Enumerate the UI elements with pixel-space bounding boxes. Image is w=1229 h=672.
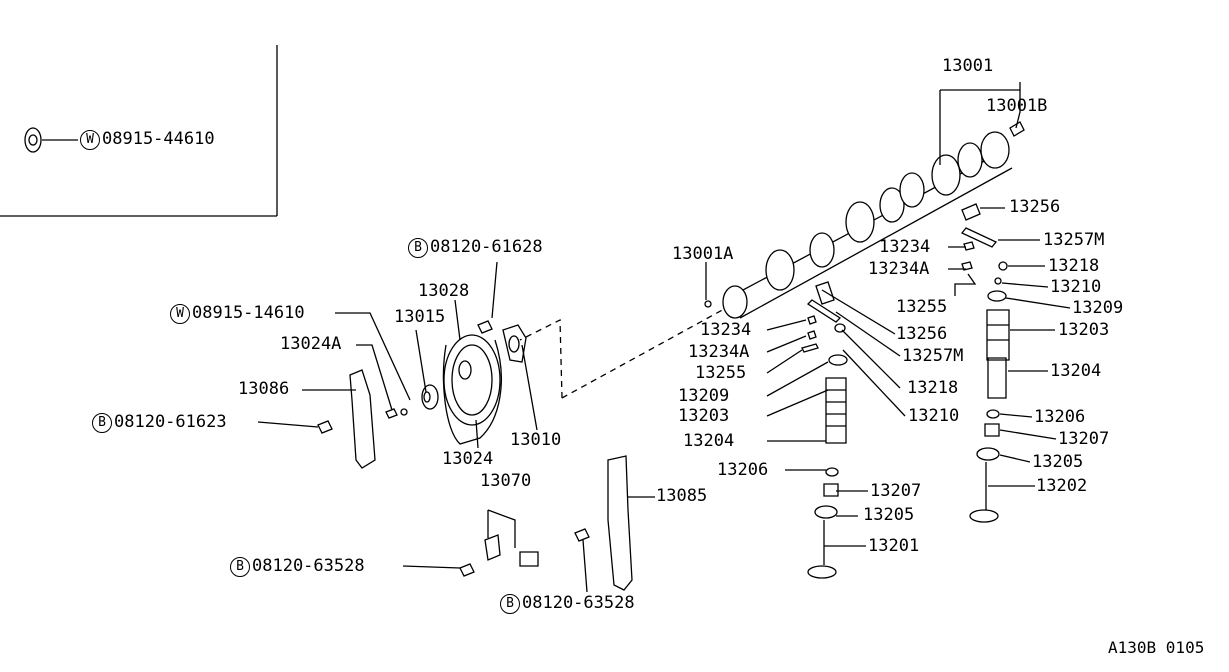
slack-guide-icon (484, 534, 539, 567)
inset-part-number: 08915-44610 (102, 129, 215, 149)
label-spring-outer-top: 13203 (1058, 320, 1110, 340)
label-spring-outer-mid: 13203 (678, 406, 730, 426)
label-seat-mid: 13205 (863, 505, 915, 525)
label-seal-mid: 13218 (907, 378, 959, 398)
label-intake-valve: 13201 (868, 536, 920, 556)
label-spring-seat-top: 13210 (1050, 277, 1102, 297)
label-washer-top: 13206 (1034, 407, 1086, 427)
bolt-part-number: 08120-61623 (114, 412, 227, 432)
label-spring-inner-mid: 13204 (683, 431, 735, 451)
label-rocker-arm-mid: 13257M (902, 346, 964, 366)
label-rocker-arm-top: 13257M (1043, 230, 1105, 250)
washer-symbol: W (80, 130, 100, 150)
bolt-symbol: B (92, 413, 112, 433)
label-rocker-bracket-mid: 13256 (896, 324, 948, 344)
camshaft-icon (704, 121, 1025, 319)
label-guide-top: 13207 (1058, 429, 1110, 449)
label-seal-top: 13218 (1048, 256, 1100, 276)
label-cover: 13010 (510, 430, 562, 450)
bolt-symbol: B (408, 238, 428, 258)
exhaust-valve-train-icon (960, 203, 1010, 523)
label-exhaust-valve: 13202 (1036, 476, 1088, 496)
label-slack-guide: 13070 (480, 471, 532, 491)
label-plate-top: 13255 (896, 297, 948, 317)
label-screw-mid: 13234 (700, 320, 752, 340)
bolt-symbol: B (230, 557, 250, 577)
inset-frame (0, 45, 278, 217)
label-rocker-bracket-top: 13256 (1009, 197, 1061, 217)
chain-guide-left-icon (349, 369, 376, 469)
washer-symbol: W (170, 304, 190, 324)
label-nut-mid: 13234A (688, 342, 750, 362)
bolt-part-number: 08120-61628 (430, 237, 543, 257)
sprocket-icon (442, 334, 502, 445)
bolt-part-number: 08120-63528 (522, 593, 635, 613)
label-tensioner: 13024A (280, 334, 342, 354)
footer-code: A130B 0105 (1108, 638, 1205, 657)
label-camshaft-b: 13001B (986, 96, 1048, 116)
label-chain-guide-right: 13085 (656, 486, 708, 506)
label-gasket: 13015 (394, 307, 446, 327)
label-screw-top: 13234 (879, 237, 931, 257)
label-spring-inner-top: 13204 (1050, 361, 1102, 381)
label-guide-mid: 13207 (870, 481, 922, 501)
chain-guide-right-icon (607, 455, 633, 591)
label-washer-mid: 13206 (717, 460, 769, 480)
label-spring-seat-mid: 13210 (908, 406, 960, 426)
gasket-icon (421, 384, 439, 410)
leader-lines (257, 82, 1071, 593)
cover-icon (502, 324, 527, 363)
label-retainer-top: 13209 (1072, 298, 1124, 318)
label-camshaft-a: 13001A (672, 244, 734, 264)
label-chain-guide-left: 13086 (238, 379, 290, 399)
label-nut-top: 13234A (868, 259, 930, 279)
label-plate-mid: 13255 (695, 363, 747, 383)
label-chain: 13024 (442, 449, 494, 469)
bolt-symbol: B (500, 594, 520, 614)
washer-icon (24, 127, 78, 153)
label-sprocket: 13028 (418, 281, 470, 301)
bolt-part-number: 08915-14610 (192, 303, 305, 323)
alignment-dash (519, 318, 563, 399)
bolt-part-number: 08120-63528 (252, 556, 365, 576)
label-camshaft: 13001 (942, 56, 994, 76)
label-retainer-mid: 13209 (678, 386, 730, 406)
label-seat-top: 13205 (1032, 452, 1084, 472)
intake-valve-train-icon (801, 281, 848, 579)
